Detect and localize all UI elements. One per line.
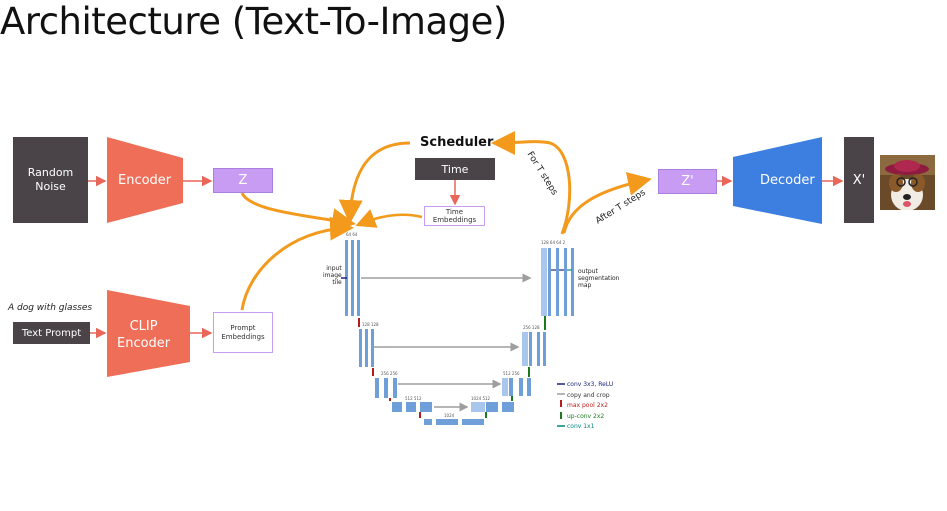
text-prompt-box: Text Prompt: [13, 322, 90, 344]
encoder-shape: [107, 137, 183, 223]
text-prompt-label: Text Prompt: [21, 327, 82, 339]
x-prime-box: X': [844, 137, 874, 223]
unet-channels-top-left: 64 64: [346, 232, 358, 237]
random-noise-box: Random Noise: [13, 137, 88, 223]
unet-diagram: [341, 240, 574, 425]
page-title: Architecture (Text-To-Image): [0, 0, 507, 43]
clip-encoder-shape: [107, 290, 190, 377]
unet-channels-l3: 256 256: [381, 371, 398, 376]
z-label: Z: [238, 173, 248, 188]
scheduler-label: Scheduler: [420, 135, 494, 150]
unet-channels-r4: 1024 512: [471, 396, 491, 401]
decoder-label: Decoder: [760, 173, 815, 188]
legend-pool: max pool 2x2: [567, 402, 608, 409]
unet-channels-bottom: 1024: [444, 413, 455, 418]
unet-channels-l2: 128 128: [362, 322, 379, 327]
prompt-embeddings-box: Prompt Embeddings: [213, 312, 273, 353]
x-prime-label: X': [852, 172, 866, 188]
unet-legend: conv 3x3, ReLU copy and crop max pool 2x…: [567, 380, 613, 433]
prompt-embeddings-label: Prompt Embeddings: [221, 323, 265, 341]
z-prime-label: Z': [681, 174, 694, 189]
time-box: Time: [415, 158, 495, 180]
time-embeddings-label: Time Embeddings: [432, 208, 477, 224]
unet-channels-r2: 256 128: [523, 325, 540, 330]
unet-channels-top-right: 128 64 64 2: [541, 240, 566, 245]
legend-conv: conv 3x3, ReLU: [567, 381, 614, 388]
unet-output-label: output segmentation map: [578, 268, 620, 289]
encoder-label: Encoder: [118, 173, 172, 188]
legend-copy: copy and crop: [567, 391, 610, 399]
unet-channels-l4: 512 512: [405, 396, 422, 401]
unet-input-label: input image tile: [323, 265, 342, 286]
clip-encoder-label: CLIP Encoder: [117, 319, 171, 351]
time-label: Time: [441, 162, 469, 176]
legend-upconv: up-conv 2x2: [567, 412, 605, 420]
z-prime-box: Z': [658, 169, 717, 194]
unet-channels-r3: 512 256: [503, 371, 520, 376]
time-embeddings-box: Time Embeddings: [424, 206, 485, 226]
z-box: Z: [213, 168, 273, 193]
dog-image: [880, 155, 935, 210]
legend-conv1x1: conv 1x1: [567, 423, 595, 430]
random-noise-label: Random Noise: [27, 166, 74, 193]
prompt-text: A dog with glasses: [8, 303, 93, 313]
decoder-shape: [733, 137, 822, 224]
